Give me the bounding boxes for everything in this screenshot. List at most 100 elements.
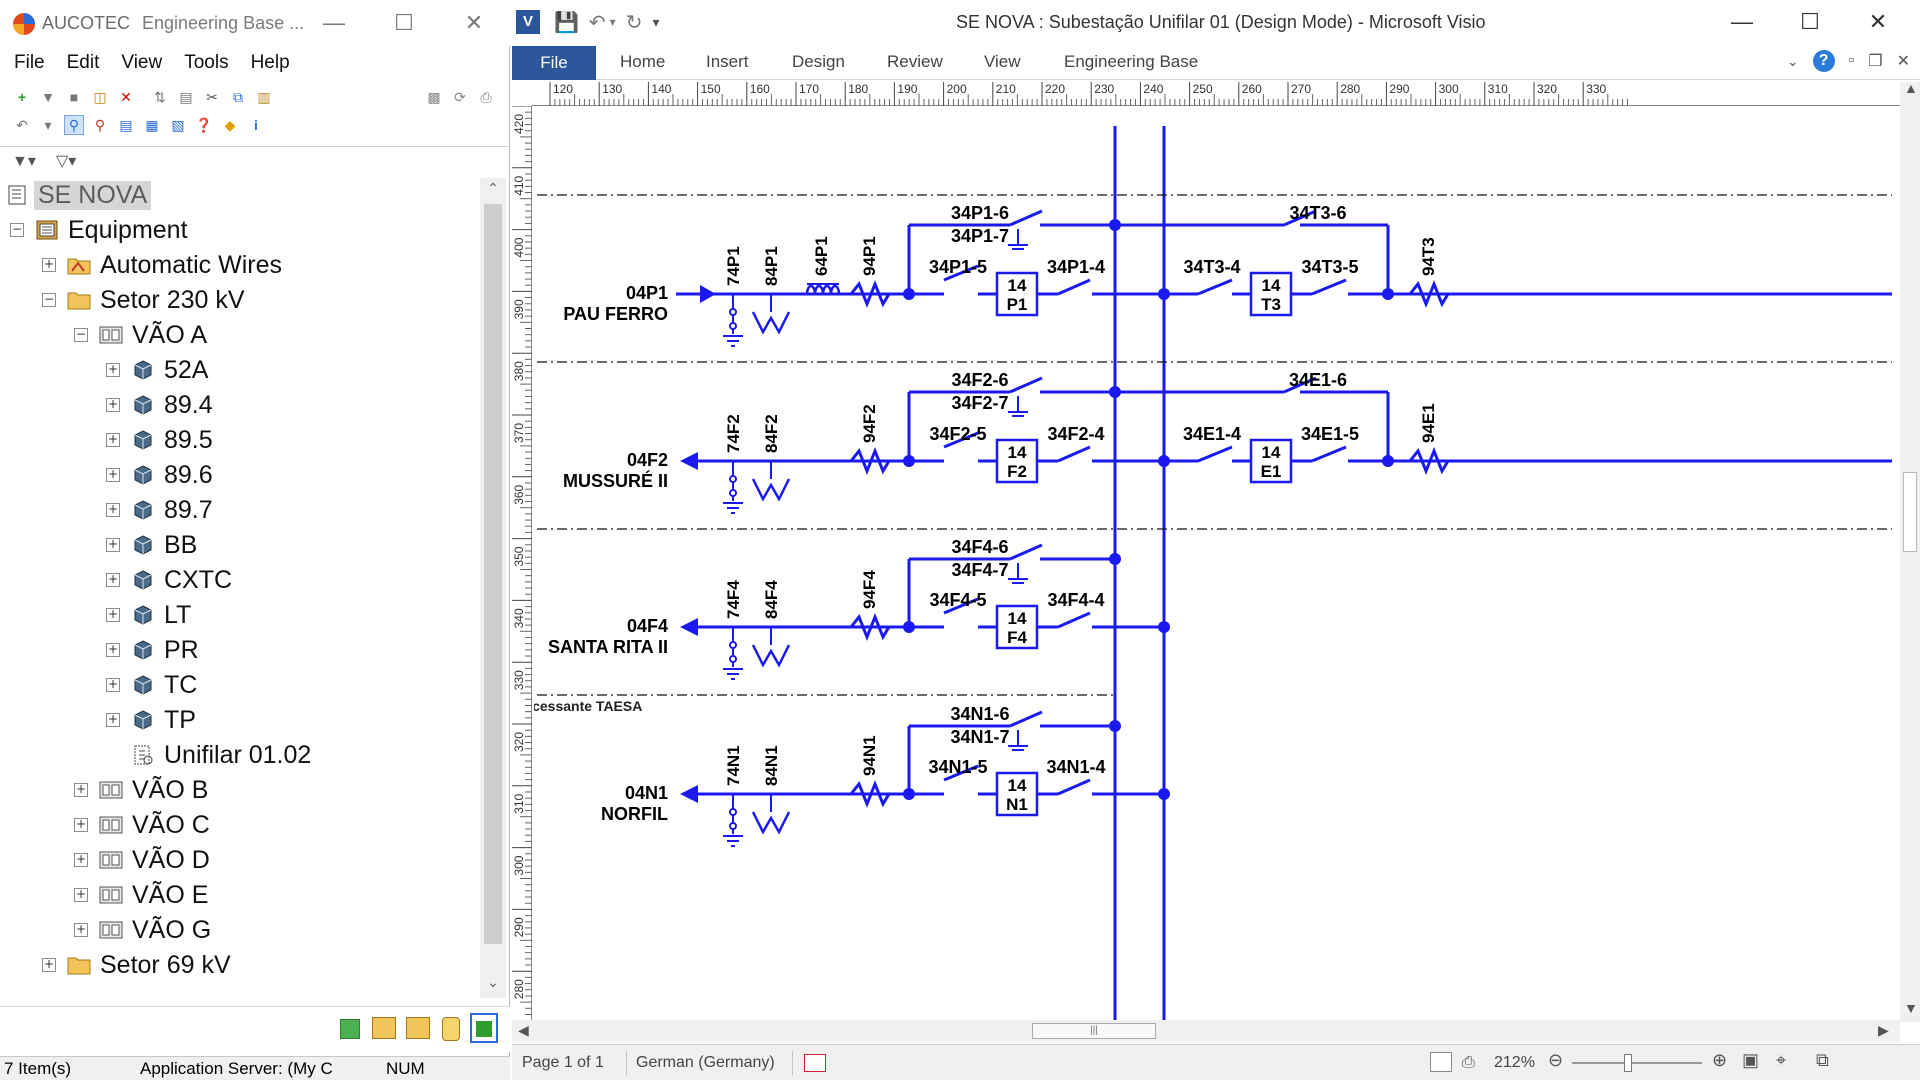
close-button[interactable]: ✕ (1868, 9, 1888, 34)
tree-setor-69[interactable]: + Setor 69 kV (42, 948, 231, 982)
scroll-thumb[interactable] (1903, 472, 1917, 552)
tree-vao[interactable]: + VÃO E (74, 878, 208, 912)
info-icon[interactable]: i (254, 117, 258, 133)
expand-icon[interactable]: + (106, 642, 120, 657)
folders-icon[interactable] (406, 1017, 430, 1039)
scroll-up-icon[interactable]: ▲ (1904, 80, 1918, 96)
menu-file[interactable]: File (14, 52, 45, 73)
tree-automatic-wires[interactable]: + Automatic Wires (42, 248, 282, 282)
scroll-up-icon[interactable]: ⌃ (487, 180, 499, 196)
expand-icon[interactable]: + (106, 712, 120, 727)
sort-icon[interactable]: ⇅ (154, 88, 166, 105)
tab-insert[interactable]: Insert (706, 52, 749, 71)
tab-home[interactable]: Home (620, 52, 666, 71)
help-icon[interactable]: ? (1812, 50, 1835, 72)
expand-icon[interactable]: + (106, 537, 120, 552)
drawing-canvas[interactable]: VÃO A04P1PAU FERRO74P184P164P194P134P1-6… (534, 108, 1892, 1020)
close-button[interactable]: ✕ (464, 10, 484, 35)
view-detail-icon[interactable]: ▦ (145, 116, 159, 133)
maximize-button[interactable]: ☐ (1800, 9, 1820, 34)
doc-close-icon[interactable]: ✕ (1896, 53, 1910, 70)
zoom-level[interactable]: 212% (1494, 1054, 1535, 1071)
fit-page-icon[interactable]: ▣ (1742, 1050, 1760, 1070)
object-icon[interactable]: ■ (69, 89, 79, 105)
expand-icon[interactable]: + (42, 257, 56, 272)
tree-vao[interactable]: + VÃO G (74, 913, 211, 947)
expand-icon[interactable]: + (74, 817, 88, 832)
tree-unifilar[interactable]: Unifilar 01.02 (130, 738, 311, 772)
presentation-view-icon[interactable]: ⎙ (1462, 1054, 1475, 1071)
scroll-left-icon[interactable]: ◀ (518, 1022, 529, 1038)
tree-equipment[interactable]: − Equipment (10, 213, 188, 247)
delete-icon[interactable]: ✕ (120, 88, 132, 105)
database-icon[interactable] (442, 1017, 460, 1041)
single-line-diagram[interactable]: VÃO A04P1PAU FERRO74P184P164P194P134P1-6… (534, 108, 1892, 1020)
scroll-thumb[interactable] (484, 204, 502, 944)
cut-icon[interactable]: ✂ (206, 88, 218, 105)
expand-icon[interactable]: + (106, 607, 120, 622)
tree-vao[interactable]: + VÃO B (74, 773, 208, 807)
tree-vao-a[interactable]: − VÃO A (74, 318, 207, 352)
help-icon[interactable]: ❓ (195, 116, 213, 133)
expand-icon[interactable]: + (106, 432, 120, 447)
zoom-in-icon[interactable]: ⊕ (1712, 1050, 1728, 1070)
expand-icon[interactable]: + (74, 852, 88, 867)
expand-icon[interactable]: + (74, 782, 88, 797)
tree-item[interactable]: + CXTC (106, 563, 232, 597)
expand-icon[interactable]: + (74, 922, 88, 937)
view-tree-icon[interactable]: ▧ (171, 116, 185, 133)
language-indicator[interactable]: German (Germany) (636, 1054, 775, 1071)
search-icon[interactable]: ⚲ (64, 115, 84, 135)
filter-icon[interactable]: ▼▾ (12, 153, 36, 170)
folder-tree-icon[interactable] (372, 1017, 396, 1039)
scroll-thumb[interactable]: ||| (1032, 1023, 1156, 1039)
tree-item[interactable]: + LT (106, 598, 191, 632)
tab-engineering-base[interactable]: Engineering Base (1064, 52, 1199, 71)
view-list-icon[interactable]: ▤ (119, 116, 133, 133)
tree-vao[interactable]: + VÃO D (74, 843, 210, 877)
zoom-out-icon[interactable]: ⊖ (1548, 1050, 1564, 1070)
expand-icon[interactable]: + (42, 957, 56, 972)
copy-icon[interactable]: ⧉ (233, 88, 243, 105)
pan-zoom-icon[interactable]: ⌖ (1776, 1050, 1787, 1070)
tree-item[interactable]: + 89.6 (106, 458, 213, 492)
switch-windows-icon[interactable]: ⧉ (1816, 1050, 1829, 1070)
menu-view[interactable]: View (121, 52, 163, 73)
tab-design[interactable]: Design (792, 52, 845, 71)
tree-vao[interactable]: + VÃO C (74, 808, 210, 842)
tree-item[interactable]: + 52A (106, 353, 208, 387)
normal-view-icon[interactable] (1430, 1052, 1452, 1072)
menu-tools[interactable]: Tools (184, 52, 229, 73)
paste-icon[interactable]: ▥ (257, 88, 271, 105)
scroll-down-icon[interactable]: ⌄ (487, 974, 499, 990)
redo-icon[interactable]: ↻ (625, 11, 643, 34)
expand-icon[interactable]: + (106, 467, 120, 482)
tree-scrollbar[interactable]: ⌃ ⌄ (480, 178, 506, 998)
expand-icon[interactable]: + (106, 502, 120, 517)
properties-icon[interactable]: ▤ (179, 88, 193, 105)
expand-icon[interactable]: + (74, 887, 88, 902)
highlight-icon[interactable]: ◆ (224, 116, 236, 133)
customize-qat-icon[interactable]: ▾ (652, 13, 660, 30)
collapse-icon[interactable]: − (74, 327, 88, 342)
expand-icon[interactable]: + (106, 362, 120, 377)
menu-help[interactable]: Help (250, 52, 290, 73)
active-view-icon[interactable] (470, 1013, 498, 1043)
tab-view[interactable]: View (984, 52, 1021, 71)
tab-file[interactable]: File (512, 46, 596, 80)
expand-icon[interactable]: + (106, 397, 120, 412)
collapse-icon[interactable]: − (42, 292, 56, 307)
print-icon[interactable]: ⎙ (480, 88, 492, 105)
green-book-icon[interactable] (340, 1019, 360, 1039)
save-icon[interactable]: 💾 (554, 11, 579, 34)
doc-restore-icon[interactable]: ❐ (1868, 53, 1883, 70)
minimize-button[interactable]: — (1731, 9, 1753, 34)
expand-icon[interactable]: + (106, 677, 120, 692)
tab-review[interactable]: Review (887, 52, 943, 71)
tree-root[interactable]: SE NOVA (4, 178, 152, 212)
collapse-icon[interactable]: − (10, 222, 24, 237)
expand-icon[interactable]: + (106, 572, 120, 587)
doc-minimize-icon[interactable]: ▫ (1848, 52, 1855, 69)
minimize-button[interactable]: — (323, 10, 345, 35)
macro-record-icon[interactable] (804, 1054, 826, 1072)
